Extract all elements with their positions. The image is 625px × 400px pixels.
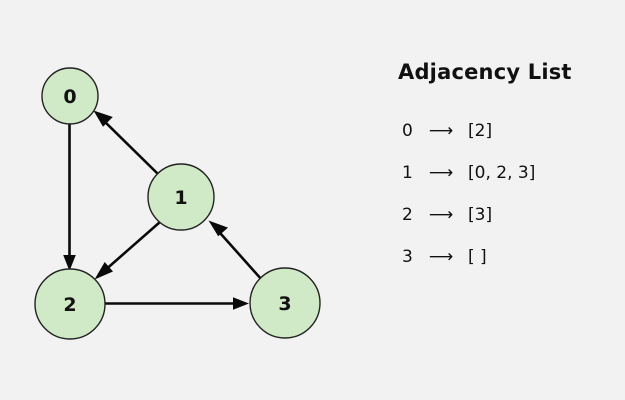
graph-node-2[interactable]: 2: [34, 268, 106, 340]
edge-1-to-2-line: [102, 221, 161, 273]
node-3-circle[interactable]: [249, 267, 321, 339]
edge-3-to-1: [208, 220, 263, 281]
edge-2-to-3-arrowhead: [233, 297, 249, 310]
edge-3-to-1-line: [215, 228, 263, 281]
graph-node-0[interactable]: 0: [41, 67, 99, 125]
right-arrow-icon: ⟶: [428, 120, 454, 141]
adjacency-row-1: 1 ⟶ [0, 2, 3]: [402, 152, 611, 194]
adjacency-rows: 0 ⟶ [2] 1 ⟶ [0, 2, 3] 2 ⟶ [3] 3 ⟶ [ ]: [402, 110, 611, 278]
edge-0-to-2: [63, 124, 76, 271]
adjacency-value-0: [2]: [468, 121, 493, 141]
node-2-circle[interactable]: [34, 268, 106, 340]
edge-3-to-1-arrowhead: [208, 220, 228, 237]
node-1-circle[interactable]: [147, 163, 215, 231]
adjacency-value-1: [0, 2, 3]: [468, 163, 536, 183]
graph-node-1[interactable]: 1: [147, 163, 215, 231]
adjacency-key-0: 0: [402, 121, 413, 141]
edge-1-to-2-arrowhead: [94, 262, 113, 280]
right-arrow-icon: ⟶: [428, 204, 454, 225]
edge-1-to-0-arrowhead: [93, 110, 113, 127]
node-1-label: 1: [174, 187, 187, 209]
panel-title: Adjacency List: [398, 60, 572, 84]
adjacency-row-0: 0 ⟶ [2]: [402, 110, 611, 152]
node-3-label: 3: [278, 293, 291, 315]
adjacency-list-panel: Adjacency List 0 ⟶ [2] 1 ⟶ [0, 2, 3] 2 ⟶…: [396, 60, 611, 278]
adjacency-key-2: 2: [402, 205, 413, 225]
edge-1-to-2: [94, 221, 161, 280]
edge-1-to-0: [93, 110, 159, 175]
right-arrow-icon: ⟶: [428, 246, 454, 267]
node-0-label: 0: [63, 86, 76, 108]
edge-1-to-0-line: [100, 117, 159, 175]
graph-node-3[interactable]: 3: [249, 267, 321, 339]
node-2-label: 2: [63, 294, 76, 316]
edge-0-to-2-arrowhead: [63, 255, 76, 271]
right-arrow-icon: ⟶: [428, 162, 454, 183]
adjacency-row-3: 3 ⟶ [ ]: [402, 236, 611, 278]
adjacency-key-3: 3: [402, 247, 413, 267]
node-0-circle[interactable]: [41, 67, 99, 125]
adjacency-row-2: 2 ⟶ [3]: [402, 194, 611, 236]
edge-2-to-3: [105, 297, 249, 310]
adjacency-key-1: 1: [402, 163, 413, 183]
adjacency-value-2: [3]: [468, 205, 493, 225]
adjacency-value-3: [ ]: [468, 247, 487, 267]
